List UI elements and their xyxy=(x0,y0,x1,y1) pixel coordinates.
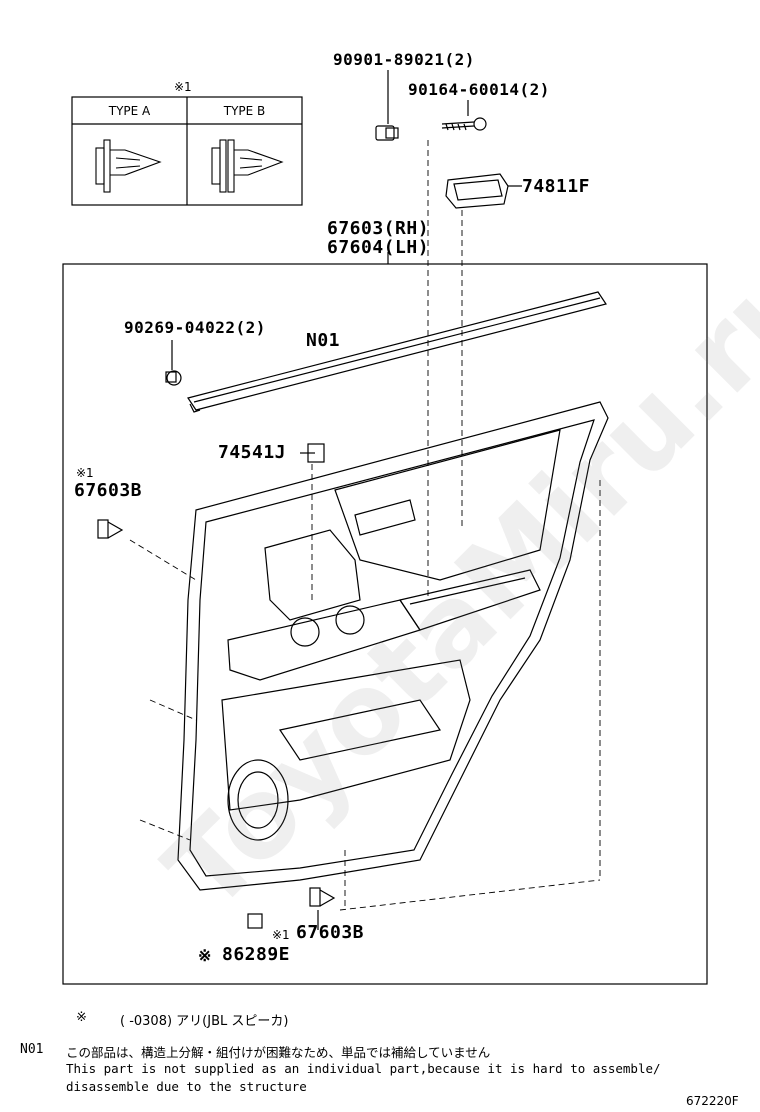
callout-n01: N01 xyxy=(306,330,341,351)
callout-67603rh: 67603(RH) xyxy=(327,218,430,239)
clip-type-a-icon xyxy=(95,139,162,193)
legend-note-mark: ※1 xyxy=(174,80,192,94)
nut-90901-icon xyxy=(375,125,399,141)
footnote-n01-code: N01 xyxy=(20,1042,44,1057)
callout-74541j: 74541J xyxy=(218,442,287,463)
clip-67603b-left-icon xyxy=(97,519,124,539)
clip-67603b-bottom-icon xyxy=(309,887,336,907)
callout-note-mark-left: ※1 xyxy=(76,466,94,480)
footnote-star-text: ( -0308) アリ(JBL スピーカ) xyxy=(120,1014,289,1029)
screw-90164-icon xyxy=(441,117,487,131)
door-trim-panel xyxy=(177,401,609,891)
callout-67604lh: 67604(LH) xyxy=(327,237,430,258)
callout-90269: 90269-04022(2) xyxy=(124,318,266,337)
footnote-n01-en-line2: disassemble due to the structure xyxy=(66,1079,307,1094)
callout-86289e: 86289E xyxy=(222,944,291,965)
weatherstrip-n01 xyxy=(187,291,607,413)
clip-90269-icon xyxy=(165,370,182,386)
callout-note-mark-bottom: ※1 xyxy=(272,928,290,942)
callout-90164: 90164-60014(2) xyxy=(408,80,550,99)
footnote-n01-en-line1: This part is not supplied as an individu… xyxy=(66,1061,661,1076)
callout-ref-mark: ※ xyxy=(198,946,212,965)
bracket-74541j xyxy=(307,443,325,463)
callout-74811f: 74811F xyxy=(522,176,591,197)
part-86289e-icon xyxy=(247,913,263,929)
assembly-frame xyxy=(62,263,708,985)
handle-bezel-74811f xyxy=(445,173,509,209)
callout-67603b-left: 67603B xyxy=(74,480,143,501)
figure-id: 672220F xyxy=(686,1094,739,1108)
clip-type-b-icon xyxy=(211,139,284,193)
callout-67603b-bottom: 67603B xyxy=(296,922,365,943)
callout-90901: 90901-89021(2) xyxy=(333,50,475,69)
type-b-label: TYPE B xyxy=(223,104,266,118)
footnote-star-mark: ※ xyxy=(76,1010,87,1025)
type-a-label: TYPE A xyxy=(108,104,151,118)
footnote-n01-jp: この部品は、構造上分解・組付けが困難なため、単品では補給していません xyxy=(66,1045,491,1060)
